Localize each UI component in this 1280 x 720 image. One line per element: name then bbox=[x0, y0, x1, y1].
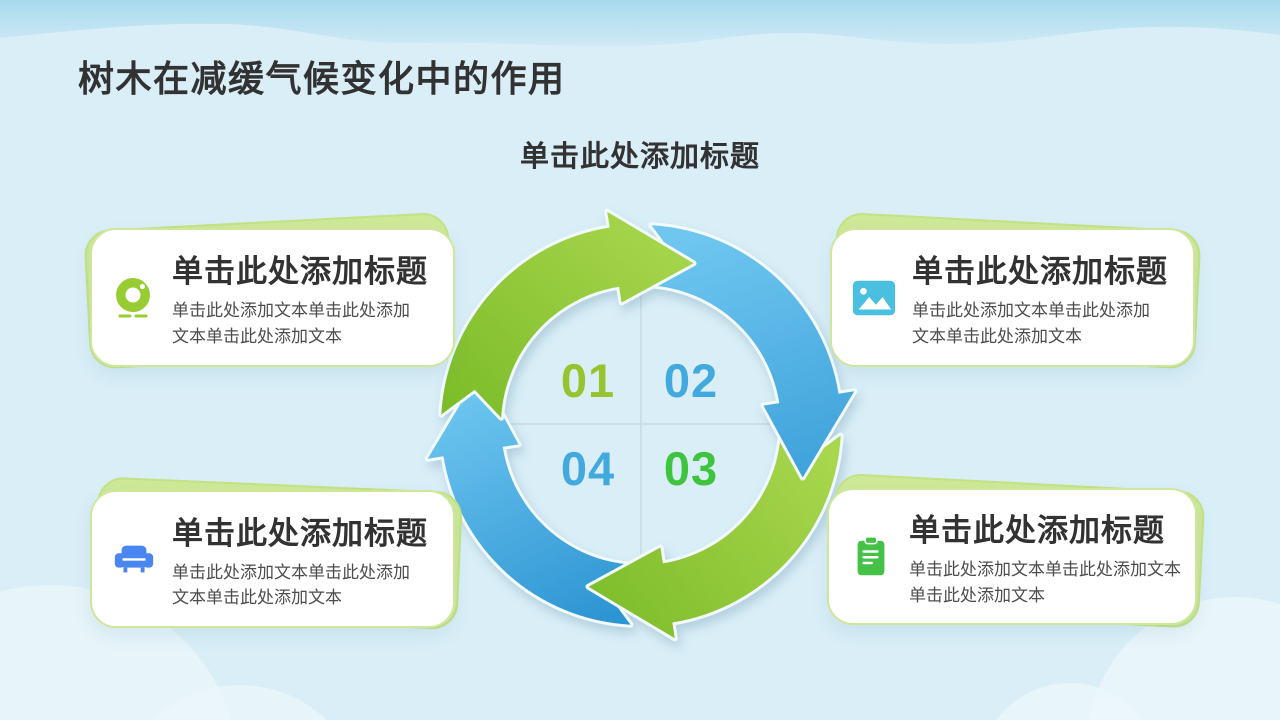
card-title-placeholder[interactable]: 单击此处添加标题 bbox=[909, 513, 1165, 548]
cycle-arrow-blue-right bbox=[645, 222, 858, 481]
card-body-placeholder[interactable]: 单击此处添加文本单击此处添加文本单击此处添加文本 bbox=[172, 301, 410, 346]
diagram-heading-placeholder[interactable]: 单击此处添加标题 bbox=[519, 141, 760, 173]
page-title: 树木在减缓气候变化中的作用 bbox=[78, 58, 566, 99]
card-title-placeholder[interactable]: 单击此处添加标题 bbox=[172, 254, 428, 289]
card-top-right[interactable]: 单击此处添加标题 单击此处添加文本单击此处添加文本单击此处添加文本 bbox=[829, 211, 1202, 370]
card-body-placeholder[interactable]: 单击此处添加文本单击此处添加文本单击此处添加文本 bbox=[909, 560, 1181, 605]
image-icon bbox=[852, 280, 896, 315]
sofa-icon bbox=[114, 545, 154, 573]
step-number-03: 03 bbox=[663, 442, 719, 495]
card-front: 单击此处添加标题 单击此处添加文本单击此处添加文本单击此处添加文本 bbox=[830, 228, 1195, 367]
card-bottom-right[interactable]: 单击此处添加标题 单击此处添加文本单击此处添加文本单击此处添加文本 bbox=[827, 472, 1206, 629]
cycle-arrow-blue-left bbox=[424, 369, 637, 628]
step-number-01: 01 bbox=[560, 354, 616, 407]
step-number-04: 04 bbox=[560, 442, 616, 495]
clipboard-icon bbox=[857, 535, 885, 575]
card-top-left[interactable]: 单击此处添加标题 单击此处添加文本单击此处添加文本单击此处添加文本 bbox=[83, 211, 456, 370]
card-front: 单击此处添加标题 单击此处添加文本单击此处添加文本单击此处添加文本 bbox=[90, 228, 455, 367]
cycle-arrow-green-top bbox=[438, 208, 697, 421]
crosshair-lines bbox=[452, 292, 830, 566]
card-body-placeholder[interactable]: 单击此处添加文本单击此处添加文本单击此处添加文本 bbox=[172, 562, 410, 608]
card-title-placeholder[interactable]: 单击此处添加标题 bbox=[912, 254, 1168, 289]
card-body-placeholder[interactable]: 单击此处添加文本单击此处添加文本单击此处添加文本 bbox=[912, 301, 1150, 346]
card-title-placeholder[interactable]: 单击此处添加标题 bbox=[172, 515, 428, 551]
top-wave-decoration bbox=[0, 0, 1280, 46]
step-number-02: 02 bbox=[663, 354, 719, 407]
webcam-icon bbox=[116, 277, 150, 317]
card-front: 单击此处添加标题 单击此处添加文本单击此处添加文本单击此处添加文本 bbox=[827, 488, 1197, 625]
card-front: 单击此处添加标题 单击此处添加文本单击此处添加文本单击此处添加文本 bbox=[90, 490, 455, 628]
card-bottom-left[interactable]: 单击此处添加标题 单击此处添加文本单击此处添加文本单击此处添加文本 bbox=[90, 476, 464, 631]
cycle-arrow-green-bottom bbox=[585, 429, 844, 642]
